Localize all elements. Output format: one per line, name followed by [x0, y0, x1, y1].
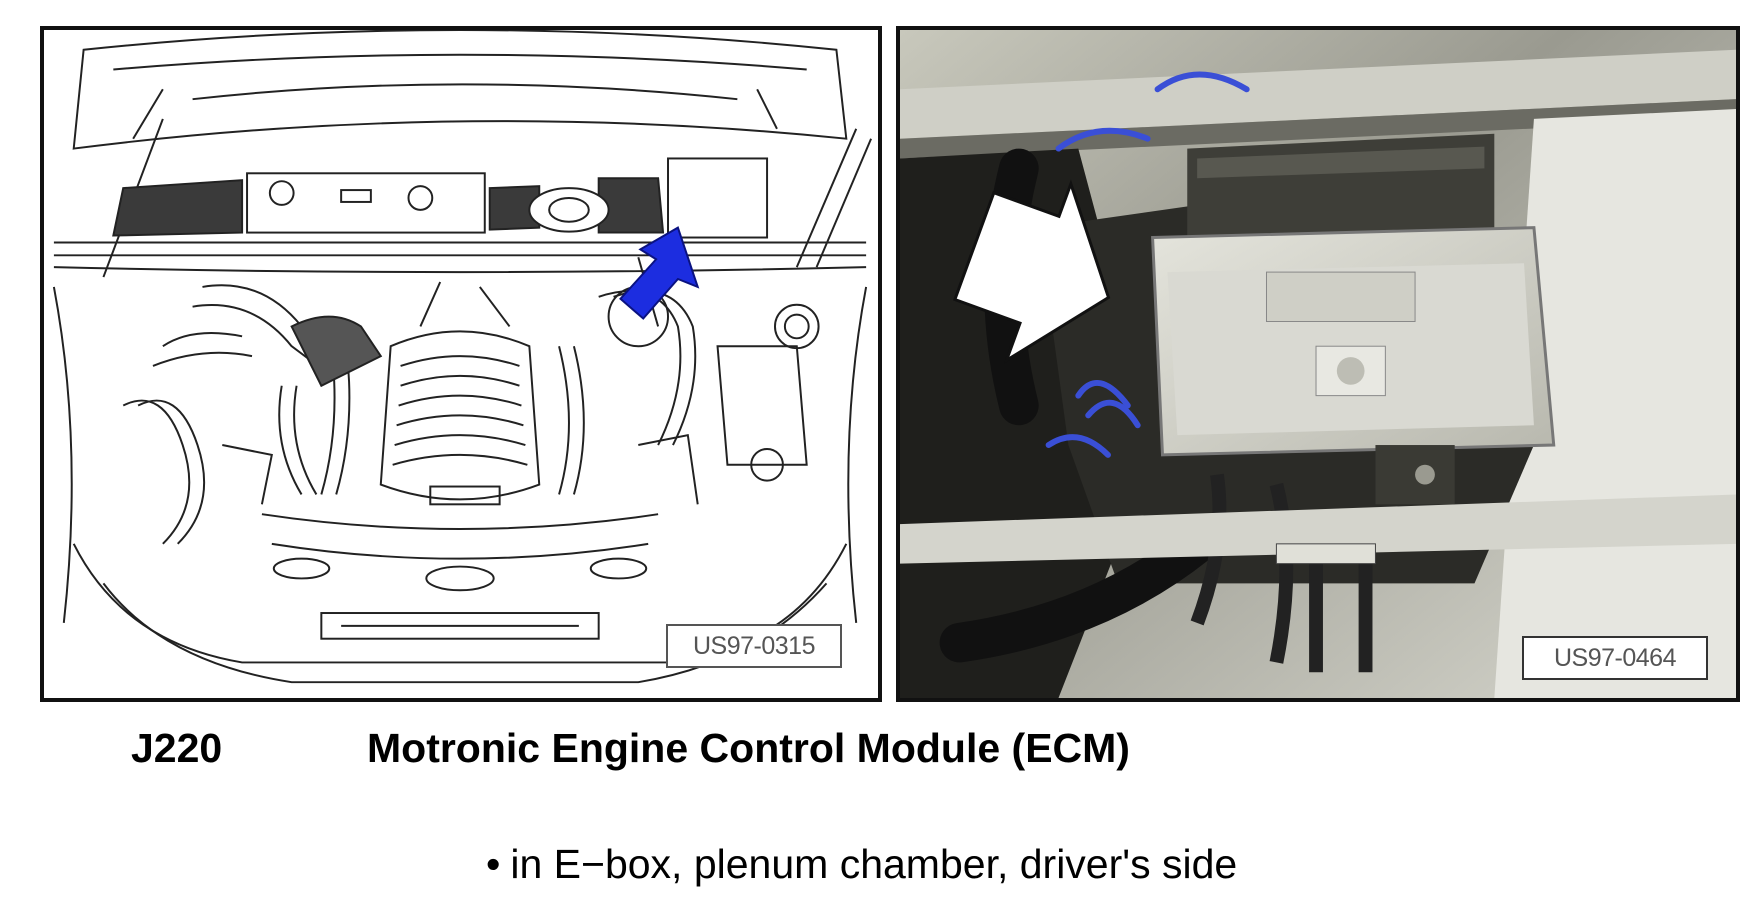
bullet-icon: • [486, 841, 501, 887]
engine-bay-line-drawing [52, 30, 872, 684]
figure-reference-label: US97-0315 [666, 624, 842, 668]
engine-bay-drawing-figure: US97-0315 [40, 26, 882, 702]
blue-pointer-arrow [619, 226, 700, 320]
component-code: J220 [131, 725, 223, 771]
location-note-text: in E−box, plenum chamber, driver's side [510, 841, 1238, 887]
location-note: •in E−box, plenum chamber, driver's side [486, 838, 1237, 890]
component-title: Motronic Engine Control Module (ECM) [367, 725, 1130, 771]
white-pointer-arrow [952, 179, 1111, 364]
component-caption: J220 Motronic Engine Control Module (ECM… [0, 723, 1764, 773]
ecm-photo [900, 30, 1736, 698]
ecm-photo-figure: US97-0464 [896, 26, 1740, 702]
figure-reference-label: US97-0464 [1522, 636, 1708, 680]
